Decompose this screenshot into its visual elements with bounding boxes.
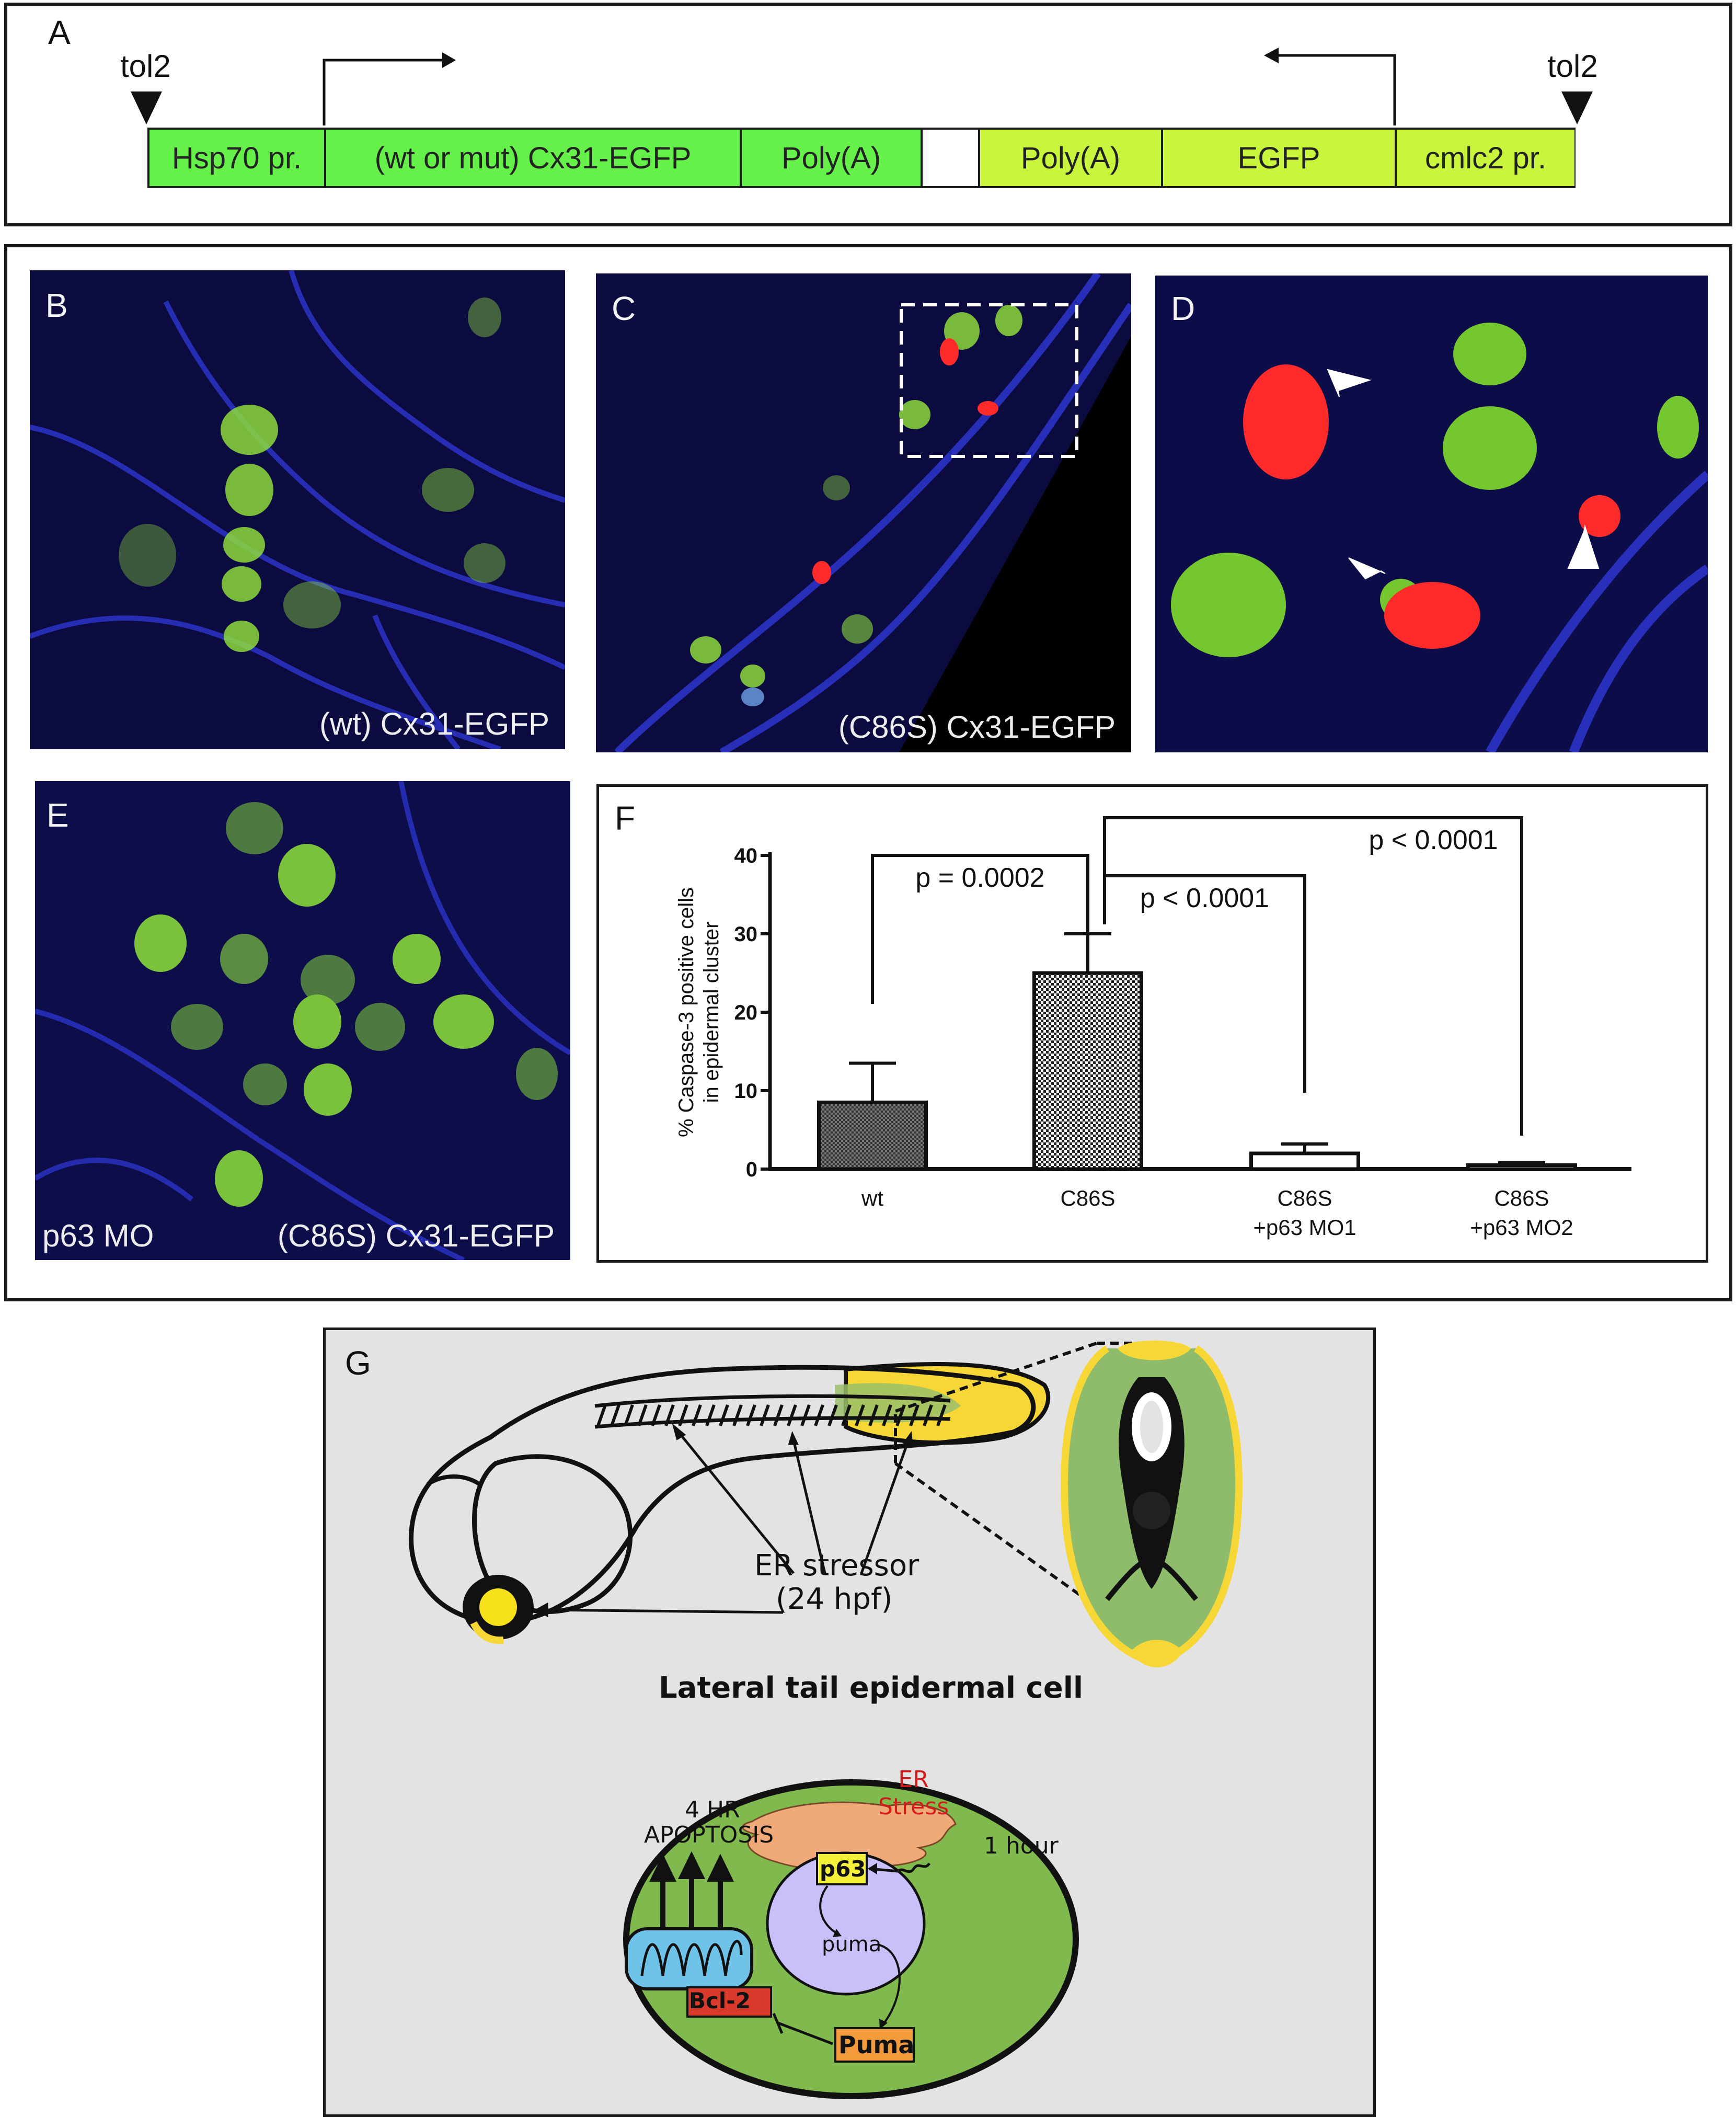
- p-value-label-0: p = 0.0002: [915, 863, 1044, 893]
- somite-stripe: [936, 1404, 947, 1426]
- somite-stripe: [841, 1404, 852, 1426]
- segment-label: EGFP: [1237, 141, 1320, 175]
- somite-stripe: [637, 1404, 648, 1426]
- er-stress-label: ER Stress: [878, 1766, 949, 1820]
- somite-stripe: [692, 1404, 702, 1426]
- panel-a-letter: A: [48, 14, 71, 51]
- panel-e-letter: E: [47, 796, 69, 834]
- panel-b-caption: (wt) Cx31-EGFP: [319, 706, 549, 741]
- segment-label: cmlc2 pr.: [1424, 141, 1547, 175]
- tol2-left-arrowhead: [131, 91, 162, 124]
- somite-stripe: [909, 1404, 919, 1426]
- somite-stripe: [705, 1404, 716, 1426]
- panel-d-letter: D: [1171, 290, 1195, 327]
- bar-0: [817, 1101, 928, 1171]
- promoter-arrow-reverse: [1264, 48, 1396, 125]
- somite-stripe: [664, 1404, 675, 1426]
- somite-stripe: [787, 1404, 797, 1426]
- segment-label: Poly(A): [1020, 141, 1121, 175]
- somite-stripe: [732, 1404, 743, 1426]
- p63-label: p63: [820, 1856, 866, 1882]
- somite-stripe: [923, 1404, 933, 1426]
- somite-stripe: [773, 1404, 784, 1426]
- segment-polya-1: Poly(A): [742, 130, 923, 186]
- y-tick-label: 30: [734, 923, 758, 946]
- y-tick-label: 10: [734, 1080, 758, 1103]
- somite-stripe: [651, 1404, 661, 1426]
- construct-bar: Hsp70 pr. (wt or mut) Cx31-EGFP Poly(A) …: [147, 128, 1576, 188]
- segment-cmlc2-promoter: cmlc2 pr.: [1397, 130, 1574, 186]
- tol2-right-label: tol2: [1547, 49, 1598, 84]
- micrograph-e: E p63 MO (C86S) Cx31-EGFP: [35, 781, 570, 1260]
- somite-stripe: [855, 1404, 865, 1426]
- puma-protein-label: Puma: [838, 2031, 915, 2059]
- p-value-label-2: p < 0.0001: [1369, 825, 1498, 855]
- somite-stripe: [719, 1404, 729, 1426]
- one-hour-label: 1 hour: [984, 1833, 1059, 1859]
- x-tick-label-3: C86S+p63 MO2: [1470, 1186, 1573, 1240]
- tol2-right-arrowhead: [1561, 91, 1593, 124]
- panel-c-caption: (C86S) Cx31-EGFP: [838, 710, 1116, 745]
- significance-bracket-1: [1103, 874, 1306, 1093]
- er-stressor-time: (24 hpf): [776, 1582, 893, 1616]
- tol2-left-label: tol2: [120, 49, 171, 84]
- micrograph-d: D: [1155, 276, 1708, 752]
- panel-b-letter: B: [45, 287, 68, 324]
- segment-label: Hsp70 pr.: [171, 141, 302, 175]
- puma-mrna-label: puma: [822, 1932, 882, 1956]
- bcl2-label: Bcl-2: [689, 1988, 751, 2013]
- segment-egfp: EGFP: [1163, 130, 1397, 186]
- bar-1: [1032, 971, 1143, 1171]
- significance-bracket-0: [871, 854, 1089, 1004]
- panel-c-letter: C: [612, 290, 636, 327]
- somite-stripe: [610, 1404, 620, 1426]
- somite-stripe: [624, 1404, 634, 1426]
- bar-3: [1466, 1163, 1577, 1171]
- somite-stripe: [760, 1404, 770, 1426]
- y-tick-label: 20: [734, 1001, 758, 1024]
- construct-arrows: [131, 48, 1593, 125]
- somite-stripe: [882, 1404, 892, 1426]
- y-tick-label: 40: [734, 844, 758, 867]
- panel-e-caption-left: p63 MO: [42, 1218, 154, 1253]
- somite-stripe: [814, 1404, 824, 1426]
- x-tick-label-0: wt: [861, 1186, 883, 1210]
- er-stressor-label: ER stressor: [754, 1549, 919, 1583]
- segment-spacer: [923, 130, 980, 186]
- zebrafish-cartoon: [409, 1341, 1243, 2099]
- segment-polya-2: Poly(A): [980, 130, 1163, 186]
- somite-stripe: [596, 1404, 607, 1426]
- somite-stripe: [800, 1404, 811, 1426]
- segment-cx31-egfp: (wt or mut) Cx31-EGFP: [326, 130, 742, 186]
- segment-label: Poly(A): [781, 141, 881, 175]
- micrograph-b: B (wt) Cx31-EGFP: [30, 270, 565, 749]
- apoptosis-label: APOPTOSIS: [644, 1822, 774, 1848]
- panel-f-letter: F: [615, 799, 636, 837]
- panel-g-letter: G: [345, 1344, 371, 1382]
- segment-hsp70-promoter: Hsp70 pr.: [150, 130, 326, 186]
- promoter-arrow-forward: [323, 52, 456, 125]
- significance-bracket-2: [1103, 816, 1523, 1136]
- apoptosis-time-label: 4 HR: [685, 1796, 740, 1823]
- somite-stripe: [827, 1404, 838, 1426]
- cell-title: Lateral tail epidermal cell: [659, 1671, 1084, 1705]
- segment-label: (wt or mut) Cx31-EGFP: [374, 141, 692, 175]
- somite-stripe: [868, 1404, 879, 1426]
- micrograph-c: C (C86S) Cx31-EGFP: [596, 273, 1131, 752]
- somite-stripe: [678, 1404, 688, 1426]
- y-tick-label: 0: [746, 1158, 757, 1181]
- somite-stripe: [746, 1404, 756, 1426]
- x-tick-label-1: C86S: [1060, 1186, 1115, 1210]
- p-value-label-1: p < 0.0001: [1140, 883, 1269, 913]
- panel-a-frame: [4, 3, 1732, 226]
- x-tick-label-2: C86S+p63 MO1: [1253, 1186, 1356, 1240]
- bar-2: [1249, 1151, 1360, 1171]
- panel-e-caption-right: (C86S) Cx31-EGFP: [277, 1218, 555, 1253]
